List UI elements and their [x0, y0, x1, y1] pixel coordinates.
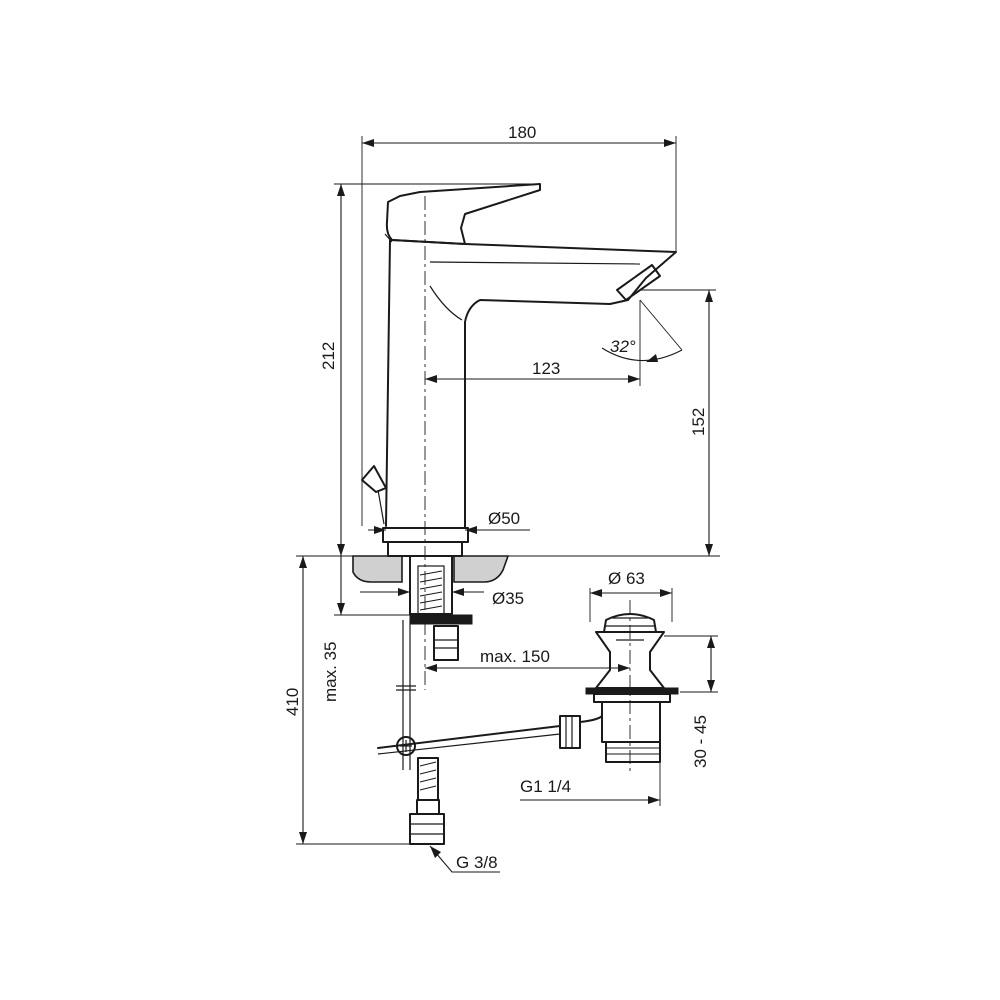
label-outlet-height: 152	[689, 408, 708, 436]
label-hose-thread: G 3/8	[456, 853, 498, 872]
waste-thread	[605, 741, 661, 763]
label-max-deck-thickness: max. 35	[321, 642, 340, 702]
label-total-height: 410	[283, 688, 302, 716]
label-plug-diameter: Ø 63	[608, 569, 645, 588]
popup-linkage	[377, 725, 561, 756]
plug-cap	[603, 613, 657, 633]
dimension-lines	[296, 136, 718, 873]
countertop	[340, 555, 720, 583]
waste-body	[601, 701, 661, 743]
flexible-hose	[409, 757, 445, 845]
aerator	[616, 264, 661, 301]
label-shank-diameter: Ø35	[492, 589, 524, 608]
label-overall-width: 180	[508, 123, 536, 142]
label-spray-angle: 32°	[610, 337, 636, 356]
label-waste-thread: G1 1/4	[520, 777, 571, 796]
base-ring	[382, 527, 469, 543]
linkage-clip	[396, 736, 416, 756]
hose-nut	[409, 813, 445, 845]
fixing-nut	[433, 625, 459, 661]
label-spout-projection: 123	[532, 359, 560, 378]
label-waste-range: 30 - 45	[691, 715, 710, 768]
body-tube	[385, 239, 391, 527]
waste-fitting	[559, 600, 679, 775]
dimension-labels: 180 212 123 152 32° Ø50 Ø35 max. 35 410 …	[283, 123, 710, 872]
label-overall-height: 212	[319, 342, 338, 370]
mounting-plate	[409, 614, 473, 625]
lever-handle	[385, 183, 541, 245]
label-hose-offset: max. 150	[480, 647, 550, 666]
spout	[391, 239, 677, 529]
label-body-diameter: Ø50	[488, 509, 520, 528]
popup-lever	[361, 465, 387, 493]
